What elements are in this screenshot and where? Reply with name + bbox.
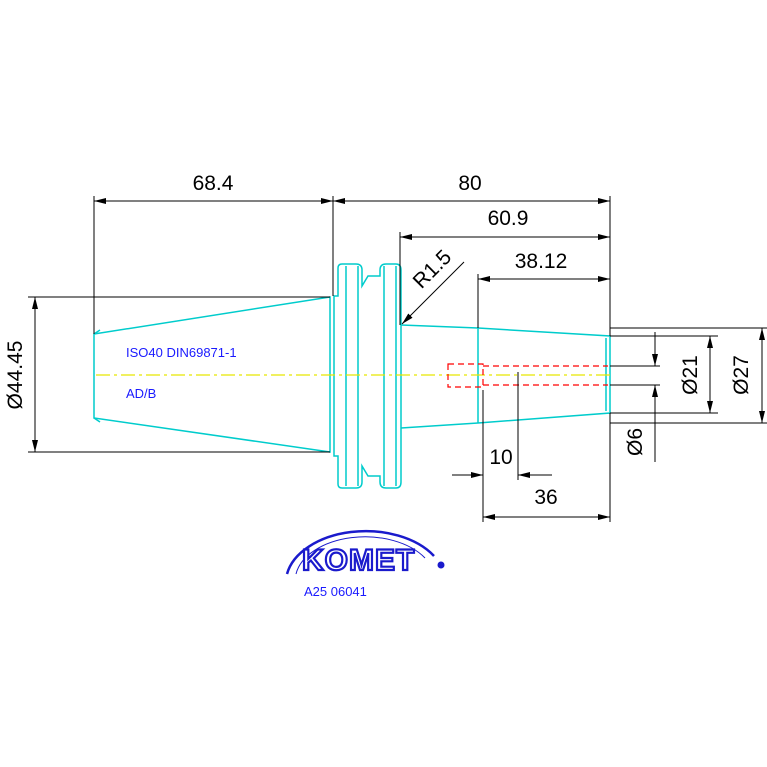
logo-arc-inner xyxy=(295,536,426,575)
logo-arc xyxy=(285,529,435,575)
dim-80-label: 80 xyxy=(458,172,481,195)
dim-38-12-label: 38.12 xyxy=(515,250,568,273)
dim-21-label: Ø21 xyxy=(679,355,702,395)
dim-68-4-label: 68.4 xyxy=(193,172,234,195)
logo-dot xyxy=(437,561,445,569)
logo-wordmark: KOMET xyxy=(302,544,415,577)
standard-note: ISO40 DIN69871-1 xyxy=(126,345,237,360)
dim-27-label: Ø27 xyxy=(730,355,753,395)
dim-60-9-label: 60.9 xyxy=(488,207,529,230)
dim-10-label: 10 xyxy=(489,446,512,469)
variant-note: AD/B xyxy=(126,386,156,401)
bore-pocket xyxy=(447,363,484,388)
dim-36-label: 36 xyxy=(534,486,557,509)
dim-6-label: Ø6 xyxy=(624,428,647,456)
dim-line-radius xyxy=(401,261,465,325)
taper-chamfer-top xyxy=(93,329,101,335)
dimension-labels: 68.4 80 60.9 38.12 R1.5 Ø44.45 Ø21 Ø27 Ø… xyxy=(4,172,753,509)
part-number: A25 06041 xyxy=(304,584,367,599)
komet-logo: KOMET xyxy=(285,529,445,578)
dim-radius-label: R1.5 xyxy=(409,246,457,294)
flange-outline xyxy=(333,263,402,489)
shank-outline xyxy=(400,324,611,429)
taper-chamfer-bottom xyxy=(93,417,101,423)
dimension-lines xyxy=(28,196,767,522)
dim-44-45-label: Ø44.45 xyxy=(4,341,27,410)
part-outline xyxy=(93,263,611,489)
hidden-bore xyxy=(447,363,608,388)
